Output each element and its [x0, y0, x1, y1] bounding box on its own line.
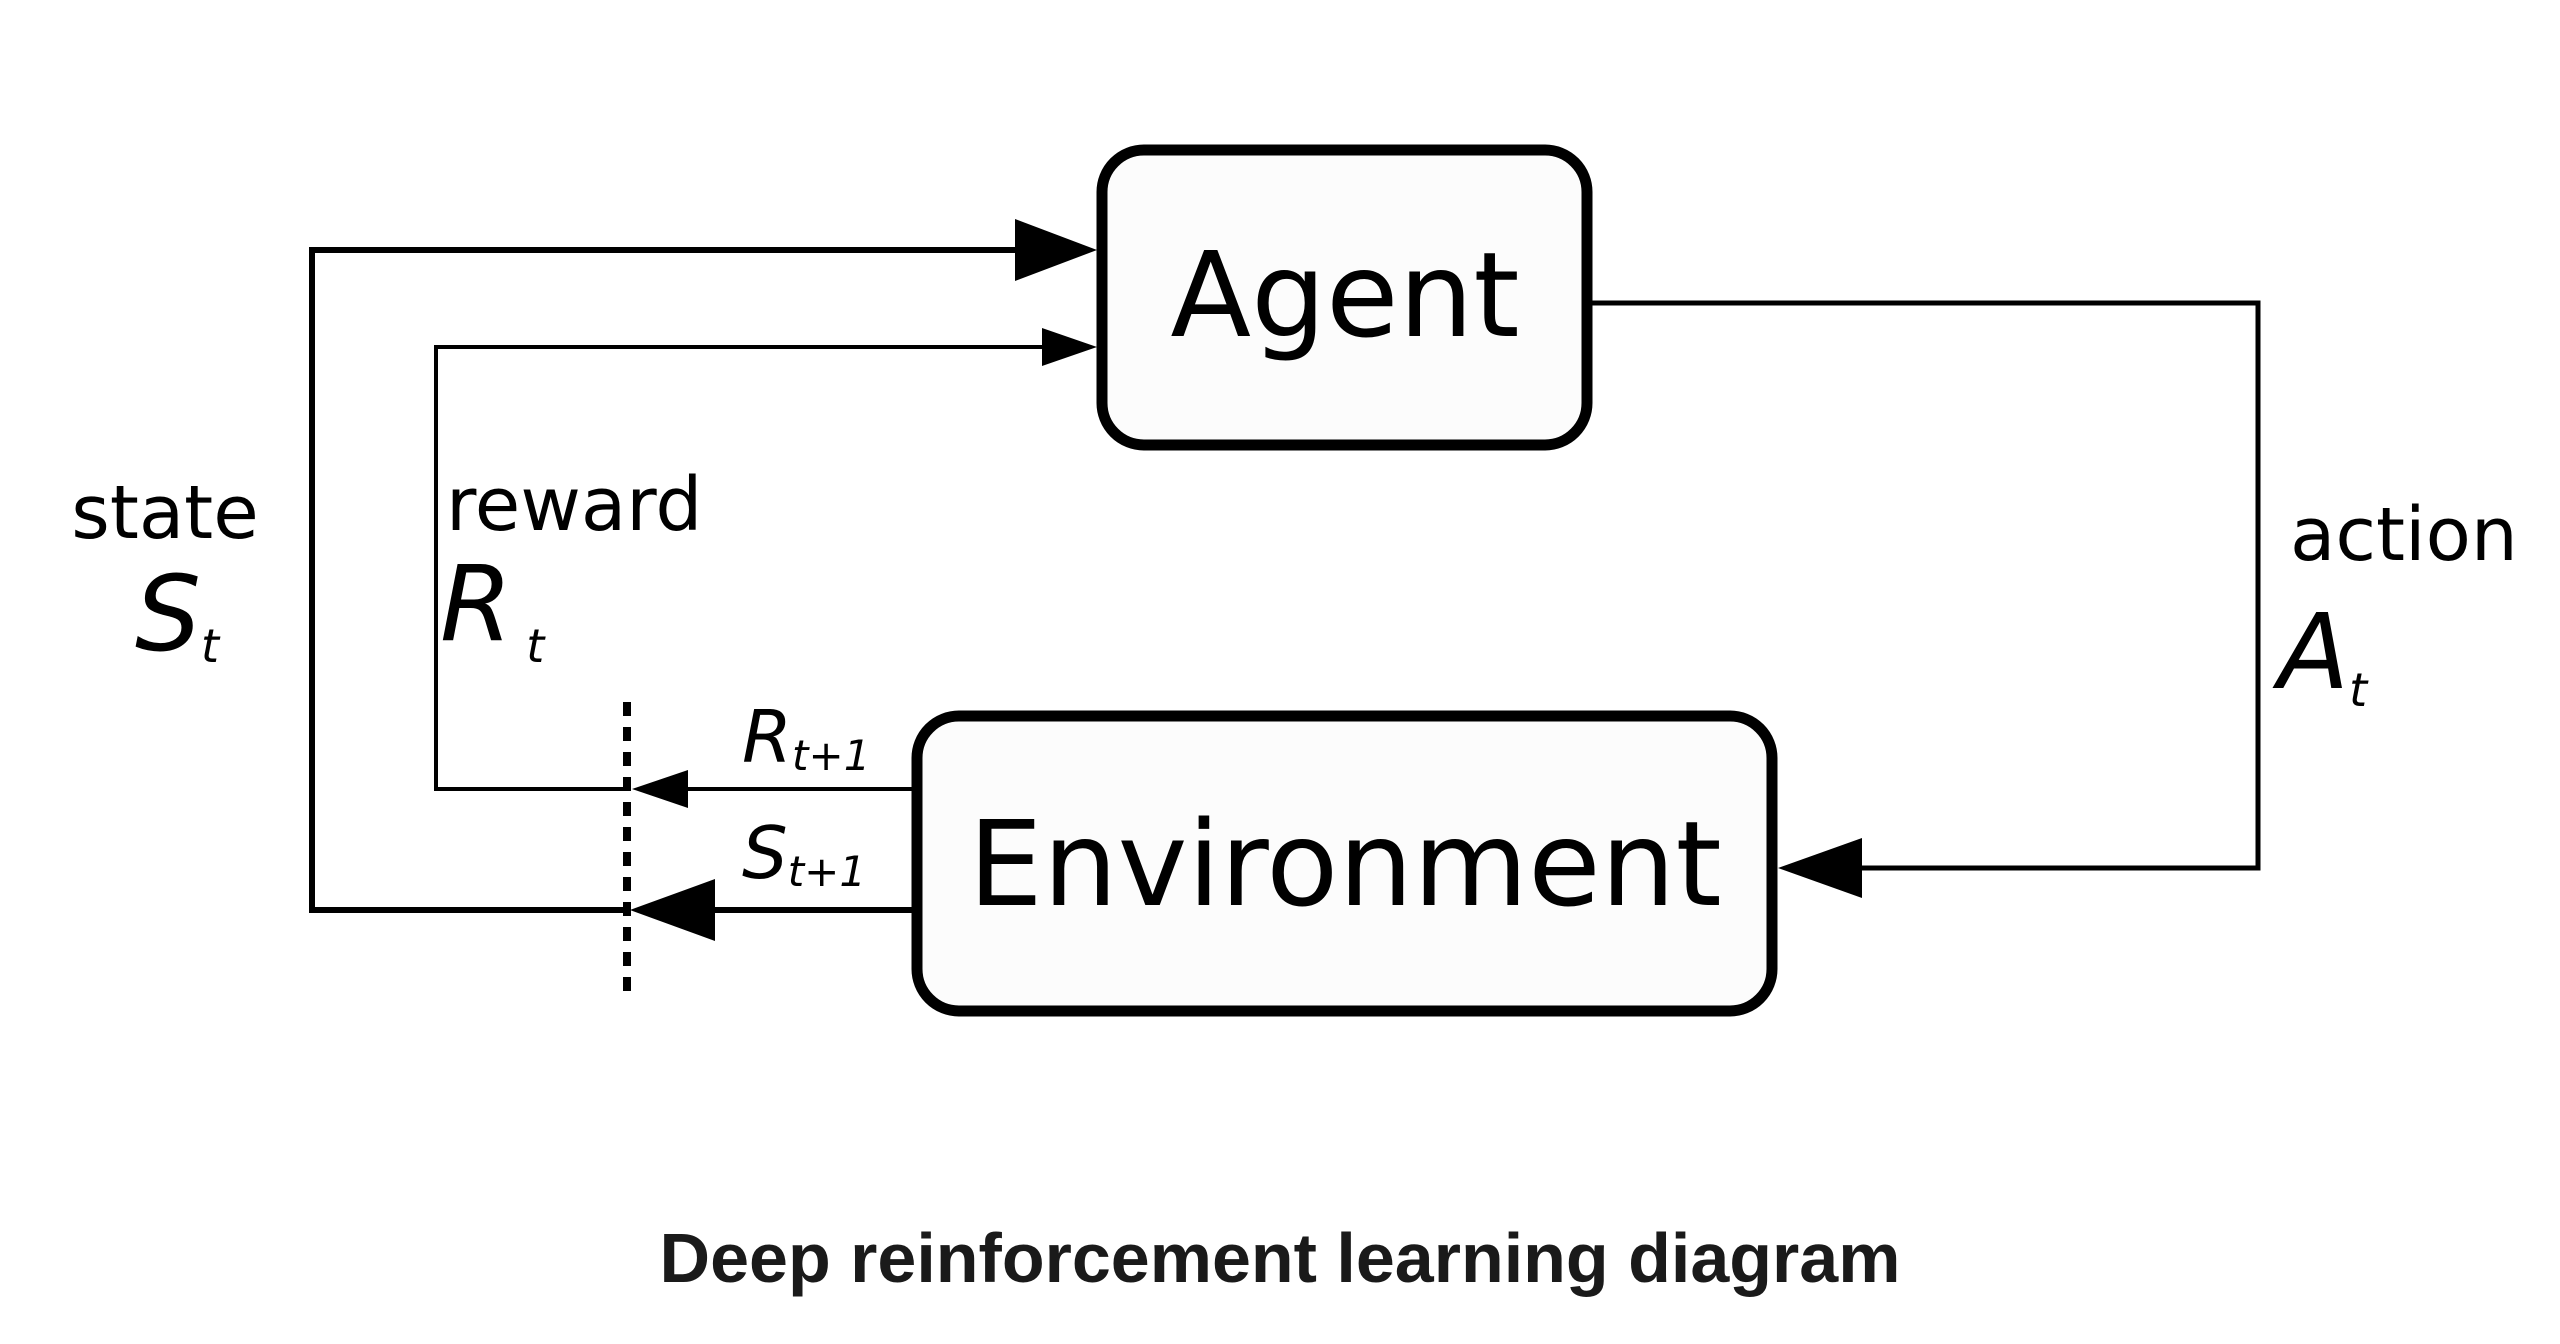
action-label-group: action At	[2272, 492, 2518, 717]
state-label-group: state St	[71, 470, 258, 675]
reward-edge	[434, 328, 1097, 808]
reward-arrowhead	[1042, 328, 1097, 366]
action-arrowhead	[1778, 838, 1862, 898]
action-edge	[1592, 300, 2261, 898]
reward-next-arrowhead	[632, 770, 688, 808]
next-reward-label: Rt+1	[742, 695, 870, 780]
next-state-label: St+1	[742, 811, 866, 896]
reward-word: reward	[446, 462, 702, 548]
agent-label: Agent	[1170, 226, 1519, 364]
state-next-arrowhead	[630, 879, 715, 941]
state-edge	[309, 219, 1097, 941]
state-symbol: St	[135, 553, 221, 675]
diagram-caption: Deep reinforcement learning diagram	[660, 1219, 1901, 1297]
environment-label: Environment	[968, 795, 1721, 933]
agent-node: Agent	[1096, 144, 1593, 451]
action-word: action	[2290, 492, 2518, 578]
state-word: state	[71, 470, 258, 556]
action-symbol: At	[2272, 591, 2369, 717]
environment-node: Environment	[911, 710, 1778, 1017]
state-arrowhead	[1015, 219, 1097, 281]
